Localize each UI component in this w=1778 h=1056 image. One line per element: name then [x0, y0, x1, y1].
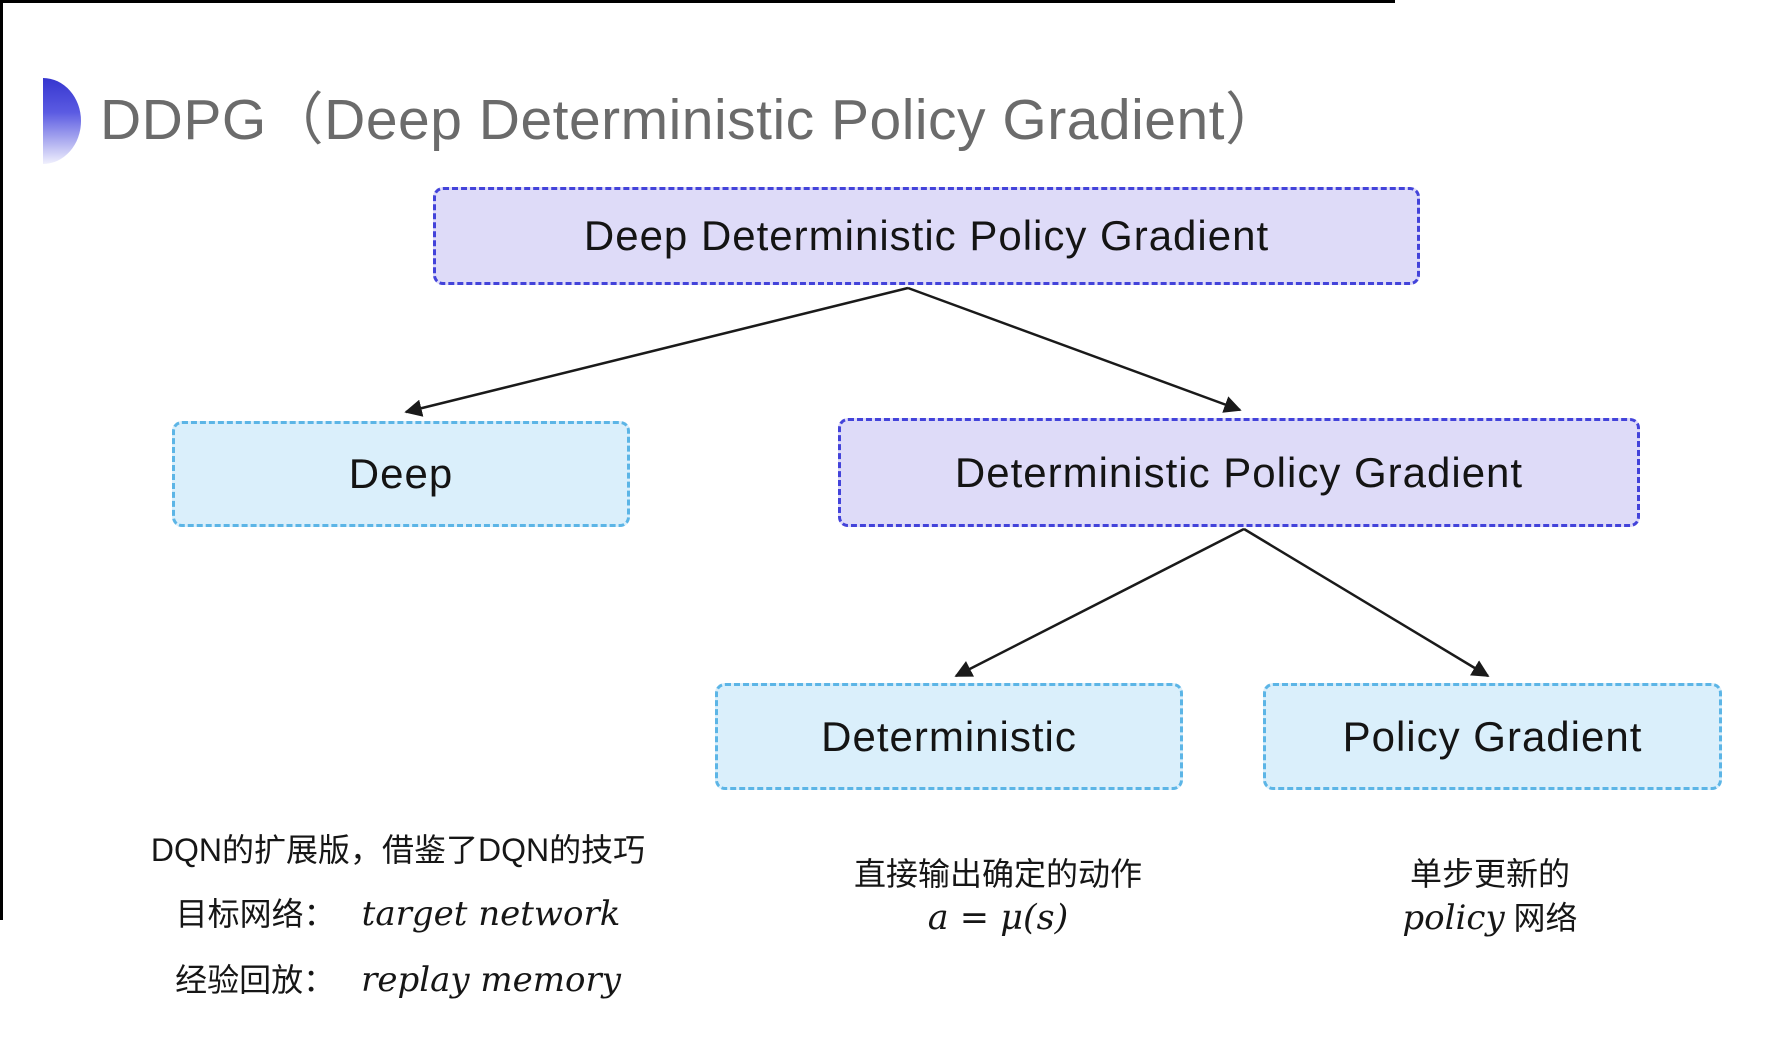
edge-dpg-det: [954, 527, 1245, 678]
note-policy-gradient: 单步更新的 policy 网络: [1350, 856, 1630, 938]
node-deep: Deep: [172, 421, 630, 527]
note-deterministic-text: 直接输出确定的动作: [853, 856, 1142, 892]
note-term: target network: [361, 894, 621, 934]
page-title: DDPG（Deep Deterministic Policy Gradient）: [100, 88, 1283, 152]
node-deep-deterministic-policy-gradient: Deep Deterministic Policy Gradient: [433, 187, 1420, 285]
video-frame-top-edge: [0, 0, 1395, 3]
video-frame-left-edge: [0, 0, 3, 920]
node-deterministic: Deterministic: [715, 683, 1183, 790]
note-label: 经验回放：: [175, 962, 336, 998]
node-deterministic-policy-gradient: Deterministic Policy Gradient: [838, 418, 1640, 527]
note-deep: DQN的扩展版，借鉴了DQN的技巧 目标网络： target network 经验…: [118, 832, 678, 1026]
node-policy-gradient: Policy Gradient: [1263, 683, 1722, 790]
edge-dpg-pg: [1243, 527, 1490, 678]
edge-root-dpg: [907, 286, 1242, 413]
note-deep-replay-memory: 经验回放： replay memory: [118, 960, 678, 1000]
note-label: 目标网络：: [175, 896, 336, 932]
note-suffix: 网络: [1504, 900, 1578, 936]
note-policy-gradient-line2: policy 网络: [1350, 898, 1630, 938]
note-deep-summary: DQN的扩展版，借鉴了DQN的技巧: [150, 832, 646, 868]
note-term: replay memory: [361, 960, 621, 1000]
note-policy-gradient-text: 单步更新的: [1409, 856, 1570, 892]
title-bullet-icon: [43, 78, 81, 164]
note-term: policy: [1402, 898, 1505, 938]
note-deterministic: 直接输出确定的动作 a = μ(s): [808, 856, 1188, 938]
note-deterministic-formula: a = μ(s): [927, 898, 1069, 938]
note-deep-target-network: 目标网络： target network: [118, 894, 678, 934]
edge-root-deep: [404, 286, 909, 417]
